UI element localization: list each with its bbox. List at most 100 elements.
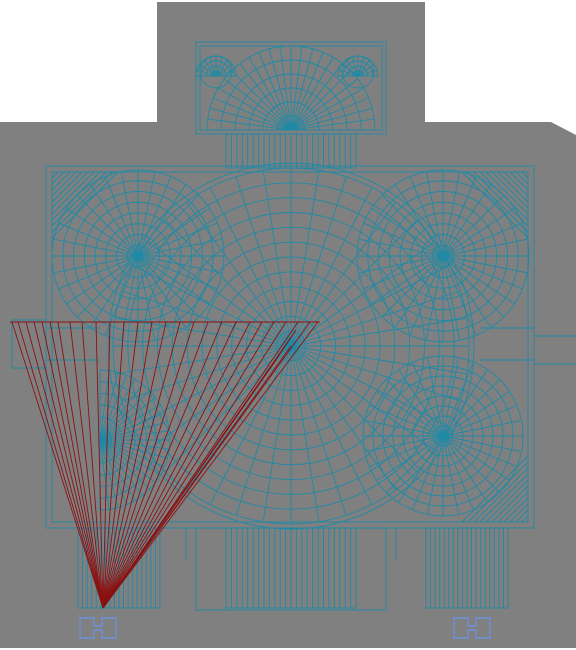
dome-spoke [58,222,139,257]
dome-spoke [290,63,343,131]
dome-spoke [357,59,371,77]
right-porch-steps [425,527,509,609]
dome-spoke [442,435,522,453]
dome-spoke [442,255,492,328]
dome-spoke [368,435,444,468]
ray-line [102,321,287,609]
dome-spoke [99,372,119,441]
dome-spoke [53,238,139,257]
dome-spoke [290,78,358,131]
selection-handle-icon[interactable] [79,617,117,639]
dome-spoke [358,255,444,274]
dome-spoke [99,375,128,441]
ray-line [102,321,223,609]
dome-spoke [290,176,347,347]
ray-line [81,321,104,609]
dome-spoke [137,255,156,341]
ray-line [102,321,125,609]
dome-spoke [137,171,156,257]
dome-spoke [137,194,200,257]
dome-spoke [381,194,444,257]
ray-line [102,321,167,609]
dome-spoke [224,78,292,131]
ray-line [102,321,111,609]
dome-spoke [209,345,292,505]
ray-line [41,321,104,609]
dome-spoke [442,435,488,503]
left-porch-steps [77,527,161,609]
dome-spoke [442,255,505,318]
dome-spoke [115,317,292,347]
dome-spoke [290,290,461,347]
dome-spoke [442,435,460,515]
dome-spoke [199,63,217,77]
dome-spoke [442,176,477,257]
dome-spoke [290,70,351,131]
selection-handles[interactable] [79,617,491,639]
dome-spoke [137,222,218,257]
dome-spoke [99,404,161,441]
ray-to-center [102,345,292,609]
dome-spoke [99,397,156,441]
ray-line [17,321,104,609]
wire-line [51,171,95,215]
ray-line [25,321,104,609]
wire-line [51,171,107,227]
ray-fan [10,321,320,609]
dome-spoke [426,435,444,515]
ray-fan-lines [10,321,320,609]
dome-spoke [209,56,217,77]
dome-spoke [290,345,467,375]
dome-spoke [215,56,223,77]
dome-spoke [203,59,217,77]
dome-spoke [137,176,172,257]
wire-line [491,171,529,209]
ray-line [49,321,104,609]
dome-spoke [115,345,292,375]
dome-spoke [345,59,359,77]
wire-line [485,171,529,215]
dome-spoke [290,87,364,131]
dome-spoke [99,439,165,468]
dome-spoke [341,63,359,77]
dome-spoke [426,357,444,437]
dome-spoke [99,370,110,441]
dome-spoke [137,255,210,305]
dome-spoke [290,170,320,347]
dome-spoke [290,345,436,451]
dome-spoke [371,207,444,257]
dome-spoke [442,255,515,305]
dome-spoke [290,219,418,347]
dome-spoke [279,46,292,131]
dome-spoke [394,184,444,257]
dome-spoke [239,63,292,131]
wire-line [497,491,529,523]
dome-spoke [231,70,292,131]
dome-spoke [258,52,292,131]
dome-spoke [290,345,373,505]
ray-line [11,321,104,609]
dome-spoke [442,435,510,481]
dome-spoke [146,345,292,451]
apse-steps [225,133,357,169]
dome-spoke [290,345,418,473]
main-hall-inner-outline [51,171,529,523]
corner-dome-top-left [51,169,225,343]
wire-line [473,171,529,227]
wire-line [521,515,529,523]
dome-spoke [53,255,139,274]
ray-line [102,321,153,609]
dome-spoke [248,57,292,131]
selection-handle-icon[interactable] [453,617,491,639]
dome-spoke [290,317,467,347]
wire-line [467,461,529,523]
dome-spoke [164,219,292,347]
dome-spoke [290,107,373,131]
dome-spoke [442,369,488,437]
dome-spoke [58,255,139,290]
dome-spoke [120,171,139,257]
wire-line [51,171,89,209]
dome-spoke [290,345,396,491]
